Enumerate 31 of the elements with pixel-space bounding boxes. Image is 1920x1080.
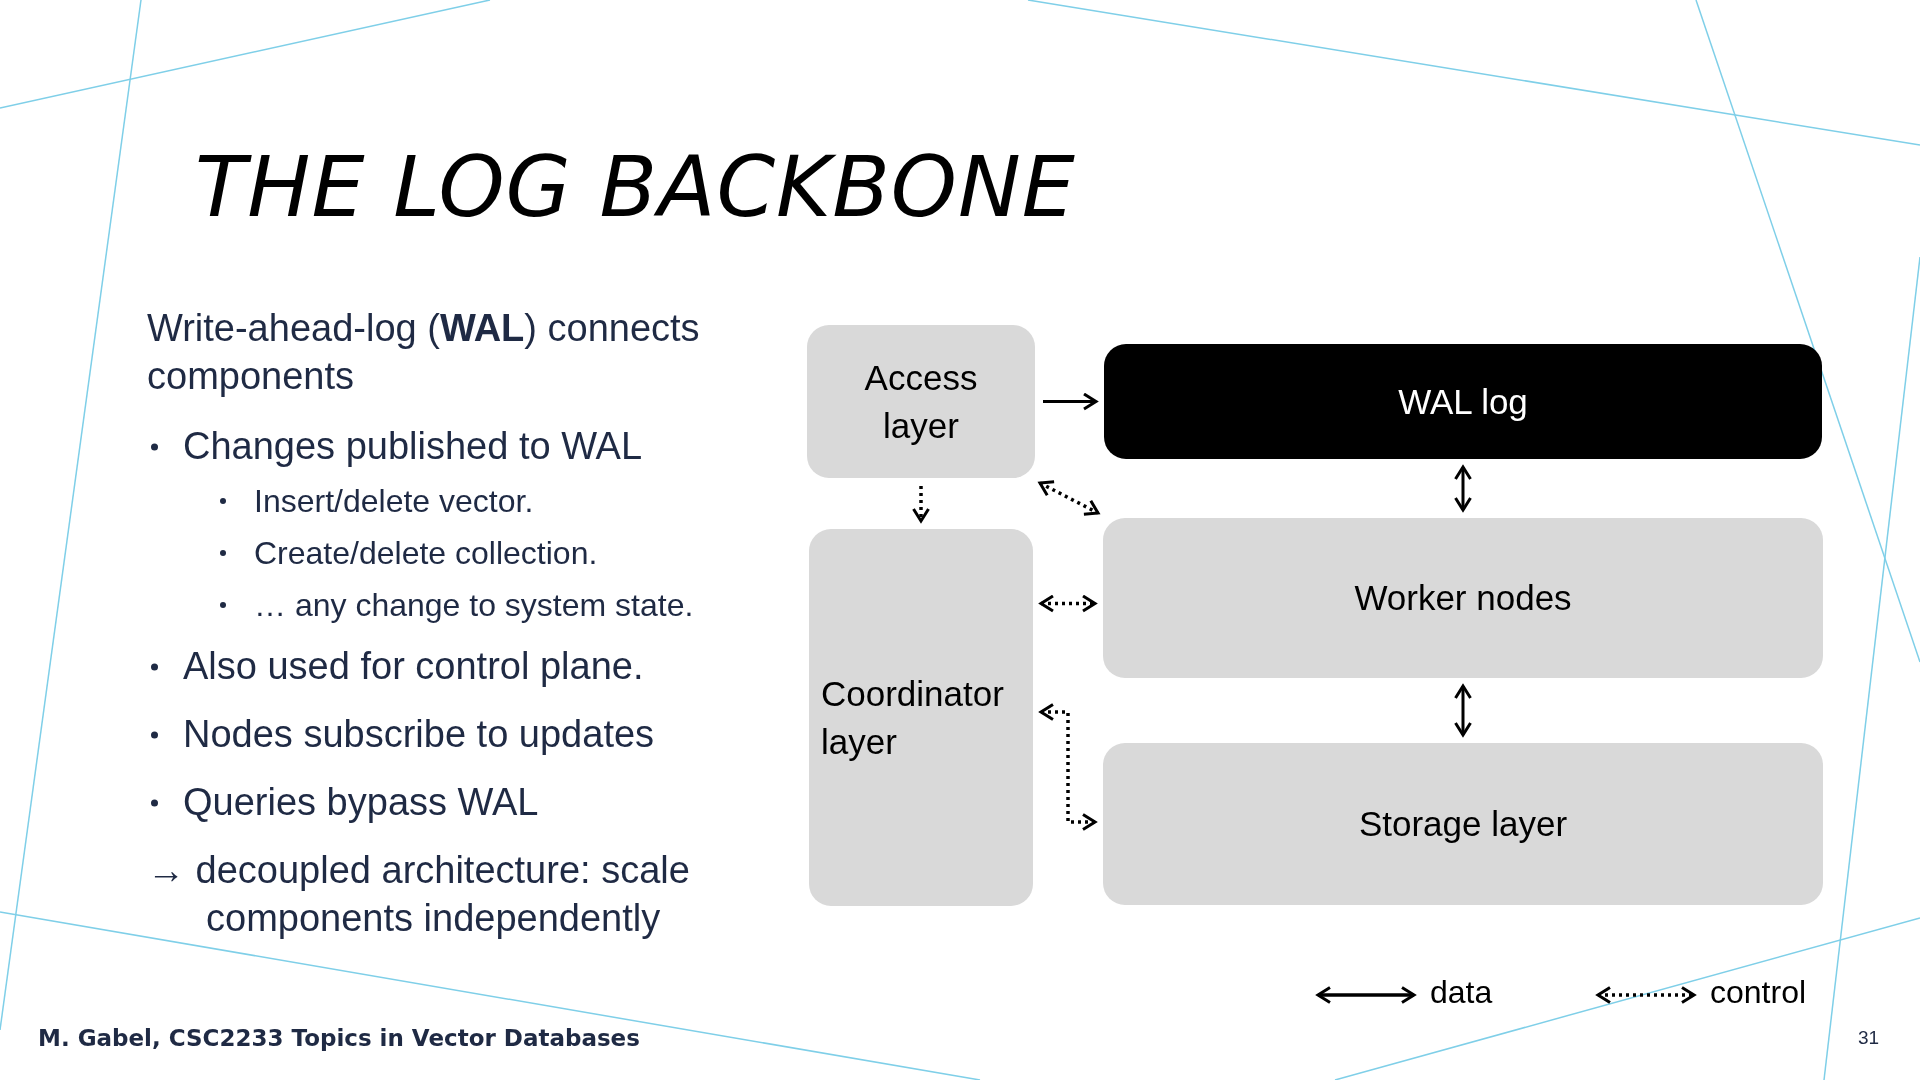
node-label: Coordinator layer (821, 673, 1005, 763)
legend-label: control (1710, 974, 1807, 1011)
bullet-text: Create/delete collection. (218, 533, 598, 573)
bullet-text: Changes published to WAL (147, 423, 643, 471)
dotted-arrow (1039, 594, 1097, 613)
bullet-text: Insert/delete vector. (218, 481, 534, 521)
arrow (1043, 392, 1098, 411)
layer-box (809, 529, 1033, 906)
arrow (1454, 684, 1472, 737)
dotted-arrow (1038, 480, 1100, 516)
bullet-text: … any change to system state. (218, 585, 694, 625)
bullet-text: Queries bypass WAL (147, 779, 539, 827)
log-box (1104, 344, 1822, 459)
node-label: Access layer (863, 357, 979, 447)
layer-box (807, 325, 1035, 478)
node-label: Worker nodes (1354, 577, 1572, 620)
arrow (1454, 465, 1472, 512)
intro-text: Write-ahead-log (WAL) connects components (147, 306, 701, 399)
node-label: WAL log (1398, 380, 1528, 423)
bullet-text: Nodes subscribe to updates (147, 711, 655, 759)
storage-box (1103, 743, 1823, 905)
node-label: Storage layer (1358, 803, 1568, 846)
footer-text: M. Gabel, CSC2233 Topics in Vector Databases (38, 1024, 640, 1053)
page-number: 31 (1858, 1026, 1880, 1050)
dotted-arrow (1039, 703, 1097, 831)
dotted-arrow (912, 486, 930, 523)
bullet-text: Also used for control plane. (147, 643, 644, 691)
slide-title: THE LOG BACKBONE (195, 138, 1076, 236)
legend-label: data (1430, 974, 1493, 1011)
conclusion-text: → decoupled architecture: scale components independently (147, 848, 691, 941)
worker-box (1103, 518, 1823, 678)
